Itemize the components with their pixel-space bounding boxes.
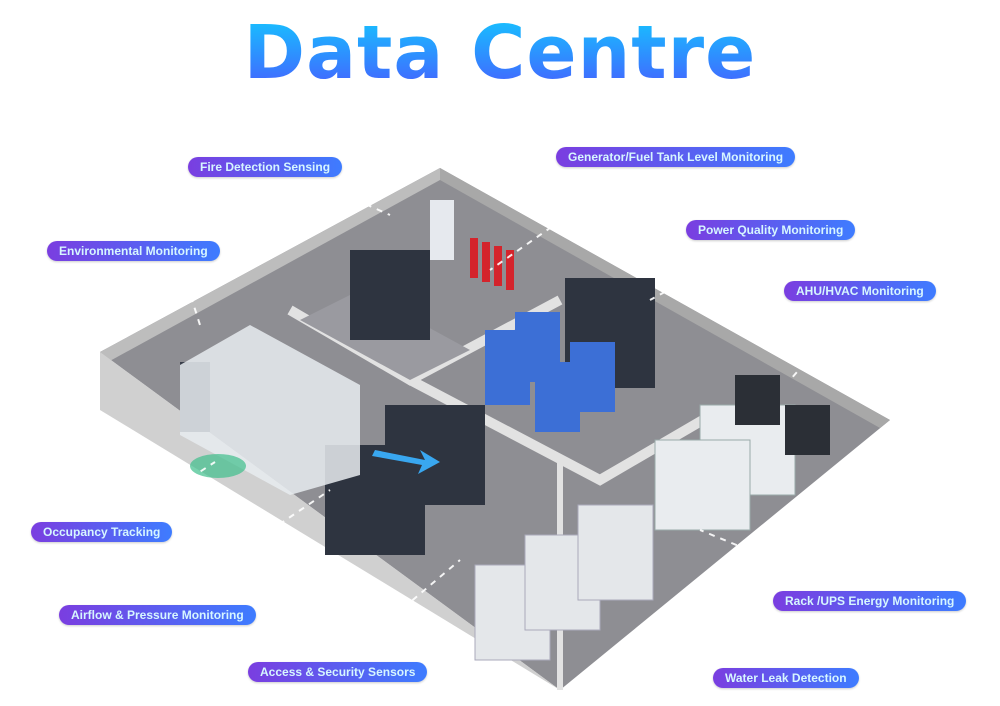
page-title: Data Centre	[0, 10, 1000, 96]
label-power-quality: Power Quality Monitoring	[686, 220, 856, 240]
label-hvac: AHU/HVAC Monitoring	[784, 281, 936, 301]
wall-right	[440, 168, 890, 428]
containment-aisle	[180, 325, 360, 495]
label-fire-detection: Fire Detection Sensing	[188, 157, 343, 177]
wall-left	[100, 168, 440, 362]
label-rack-ups: Rack /UPS Energy Monitoring	[773, 591, 967, 611]
battery-racks	[485, 312, 615, 432]
airflow-arrow-icon	[372, 450, 440, 474]
ups-cabinets	[474, 504, 654, 661]
label-occupancy: Occupancy Tracking	[31, 522, 173, 542]
fire-panel	[430, 200, 454, 260]
label-access-security: Access & Security Sensors	[248, 662, 428, 682]
label-airflow: Airflow & Pressure Monitoring	[59, 605, 256, 625]
label-generator-fuel: Generator/Fuel Tank Level Monitoring	[556, 147, 796, 167]
hvac-fans	[735, 375, 830, 455]
label-environmental: Environmental Monitoring	[47, 241, 220, 261]
connector-lines	[109, 164, 871, 671]
label-water-leak: Water Leak Detection	[713, 668, 859, 688]
occupancy-marker	[190, 454, 246, 478]
fire-cylinders	[470, 238, 514, 290]
